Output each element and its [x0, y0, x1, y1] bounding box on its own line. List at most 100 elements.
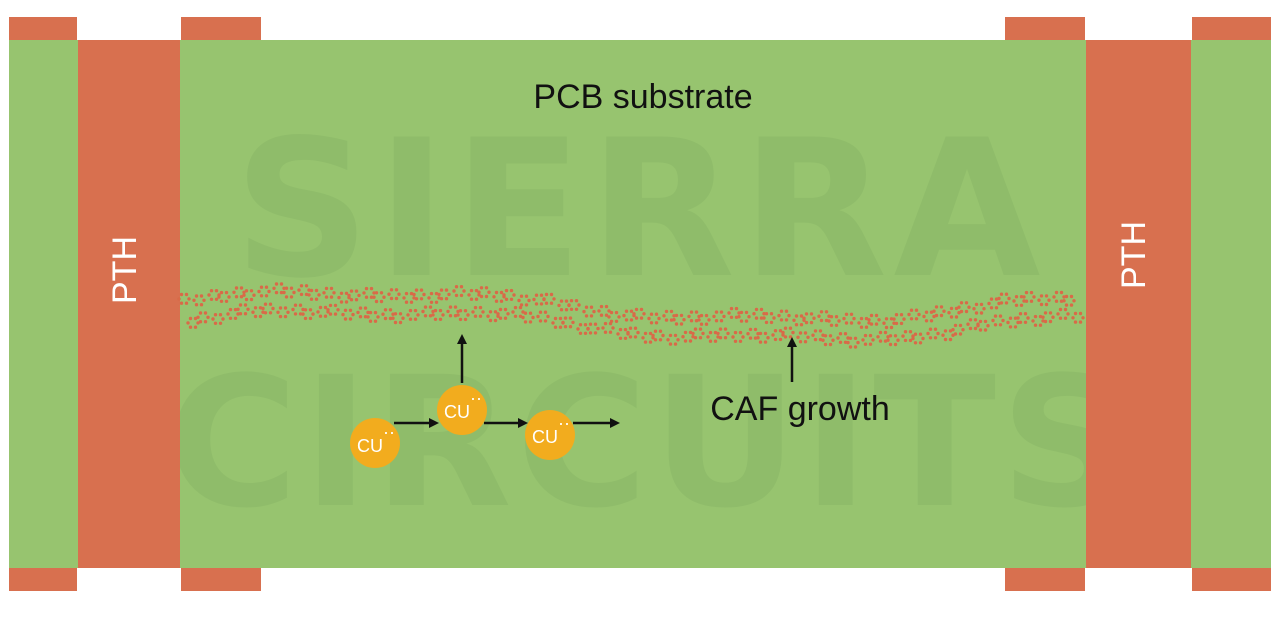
caf-dot: [329, 295, 334, 299]
caf-dot: [236, 312, 240, 316]
caf-dot: [1007, 296, 1011, 301]
caf-dot: [388, 316, 393, 321]
caf-dot: [414, 297, 419, 301]
caf-dot: [787, 313, 791, 318]
caf-dot: [914, 317, 919, 321]
caf-dot: [238, 303, 243, 307]
caf-dot: [368, 310, 373, 315]
caf-dot: [318, 314, 323, 318]
caf-dot: [954, 315, 959, 319]
caf-dot-cluster: [272, 282, 286, 295]
caf-dot: [608, 330, 613, 334]
caf-dot: [264, 294, 269, 298]
caf-dot: [463, 309, 468, 313]
caf-dot: [636, 330, 640, 335]
caf-dot: [584, 314, 589, 318]
caf-dot: [876, 335, 880, 339]
caf-dot: [1054, 299, 1059, 303]
caf-dot: [209, 297, 214, 301]
caf-dot: [271, 306, 275, 311]
caf-dot: [509, 297, 514, 301]
caf-dot: [1047, 298, 1051, 302]
caf-dot: [939, 305, 944, 309]
caf-dot: [249, 289, 254, 293]
caf-dot-cluster: [542, 292, 556, 305]
caf-dot: [758, 340, 763, 344]
caf-dot: [419, 297, 424, 301]
caf-dot: [473, 314, 478, 318]
caf-dot: [708, 339, 713, 343]
caf-dot: [348, 317, 353, 321]
caf-dot: [517, 298, 521, 303]
caf-dot: [438, 317, 443, 321]
caf-dot: [383, 316, 388, 321]
caf-dot-cluster: [561, 316, 575, 329]
caf-dot: [766, 336, 770, 340]
caf-dot: [914, 308, 919, 312]
caf-dot: [672, 318, 676, 322]
caf-dot: [943, 337, 948, 342]
caf-dot: [926, 331, 930, 336]
caf-dot: [179, 292, 184, 297]
caf-dot: [759, 316, 764, 320]
caf-dot: [337, 295, 341, 300]
caf-dot-cluster: [431, 308, 445, 321]
caf-dot: [634, 307, 639, 312]
caf-dot-cluster: [582, 305, 596, 318]
caf-dot: [213, 313, 218, 317]
caf-dot: [1039, 302, 1044, 307]
caf-dot: [673, 342, 678, 346]
caf-dot: [324, 286, 329, 291]
caf-dot: [1008, 325, 1013, 329]
caf-dot: [524, 303, 529, 307]
caf-dot: [251, 310, 255, 314]
caf-dot: [918, 341, 923, 345]
caf-dot: [974, 311, 979, 315]
caf-dot: [629, 309, 634, 313]
caf-dot-cluster: [307, 288, 321, 301]
caf-dot: [368, 319, 373, 323]
copper-pad-top: [181, 17, 261, 40]
caf-dot: [666, 338, 670, 342]
caf-dot: [351, 312, 355, 317]
caf-dot: [899, 321, 904, 326]
caf-dot: [809, 320, 814, 325]
caf-dot: [193, 325, 198, 329]
caf-dot: [929, 319, 934, 323]
caf-dot-cluster: [632, 307, 646, 320]
caf-dot: [836, 336, 840, 340]
caf-dot: [559, 308, 564, 312]
caf-dot: [303, 316, 308, 321]
caf-dot: [382, 295, 386, 299]
caf-growth-label: CAF growth: [710, 390, 890, 428]
caf-dot: [304, 284, 309, 288]
caf-dot: [796, 335, 800, 339]
caf-dot: [803, 340, 808, 344]
caf-dot: [433, 317, 438, 321]
caf-dot: [763, 340, 768, 344]
caf-dot-cluster: [387, 288, 401, 301]
caf-dot: [558, 325, 563, 329]
caf-dot: [1058, 316, 1063, 320]
caf-dot: [859, 316, 864, 321]
caf-dot: [428, 305, 433, 309]
caf-dot: [777, 313, 781, 318]
caf-dot: [972, 307, 976, 311]
copper-pad-bottom: [1192, 568, 1271, 591]
caf-dot-cluster: [186, 316, 200, 329]
caf-dot: [997, 296, 1001, 301]
caf-dot: [233, 307, 238, 312]
caf-dot: [957, 305, 961, 309]
caf-dot-cluster: [922, 310, 936, 323]
caf-dot: [534, 302, 539, 306]
caf-dot: [706, 335, 710, 339]
caf-dot: [738, 339, 743, 343]
caf-dot: [874, 322, 879, 326]
caf-dot: [998, 323, 1003, 327]
caf-dot: [593, 322, 598, 326]
caf-dot: [829, 323, 834, 327]
caf-dot: [846, 336, 850, 340]
caf-dot-cluster: [486, 310, 500, 323]
caf-dot: [867, 318, 871, 322]
caf-dot: [406, 313, 410, 317]
